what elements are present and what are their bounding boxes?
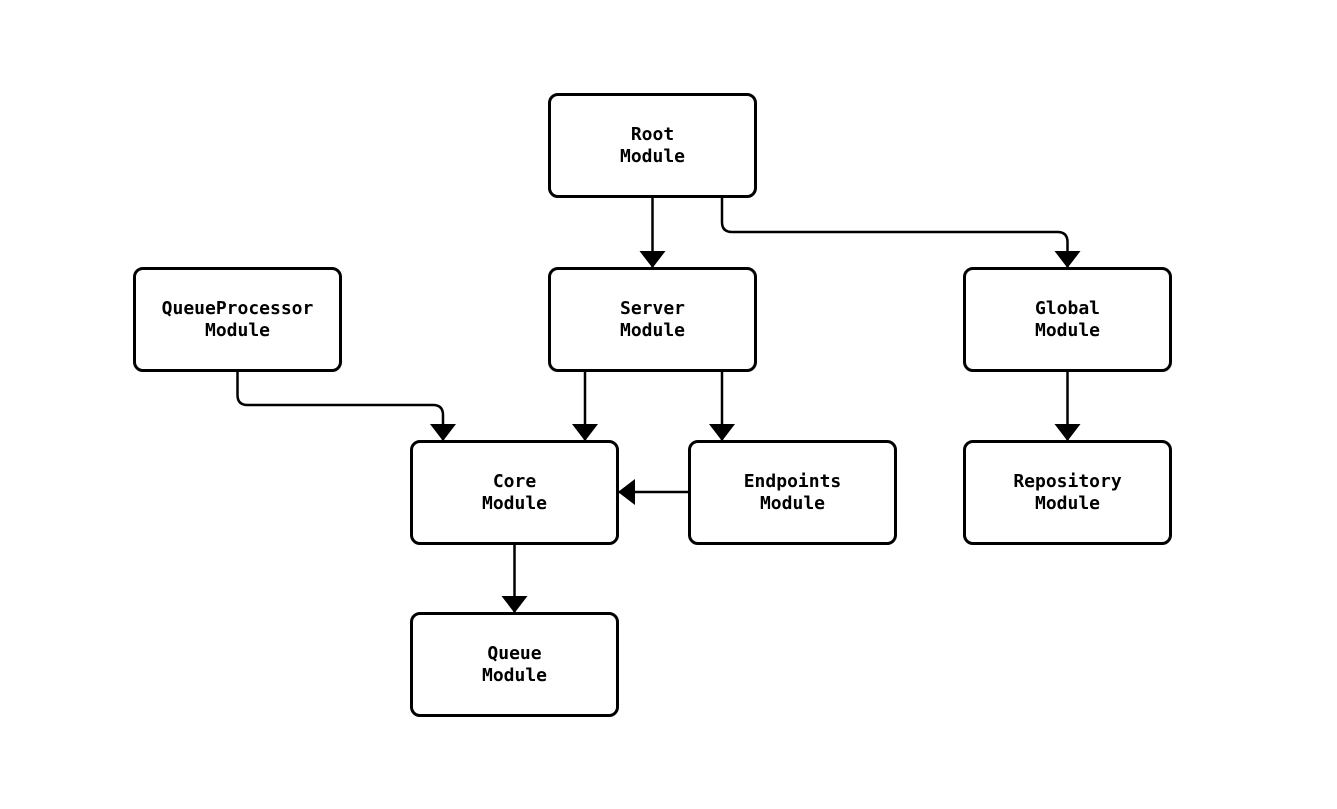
- node-label-endpoints-module: Endpoints Module: [743, 470, 842, 514]
- node-root-module: Root Module: [548, 93, 757, 198]
- node-label-server-module: Server Module: [619, 297, 686, 341]
- node-label-queue-module: Queue Module: [481, 642, 548, 686]
- node-endpoints-module: Endpoints Module: [688, 440, 897, 545]
- edge-queueprocessor-module-to-core-module: [236, 372, 456, 441]
- node-repository-module: Repository Module: [963, 440, 1172, 545]
- node-label-core-module: Core Module: [481, 470, 548, 514]
- node-label-queueprocessor-module: QueueProcessor Module: [161, 297, 314, 341]
- node-label-repository-module: Repository Module: [1013, 470, 1122, 514]
- edge-root-module-to-global-module: [720, 198, 1081, 268]
- node-queue-module: Queue Module: [410, 612, 619, 717]
- node-label-root-module: Root Module: [619, 123, 686, 167]
- node-server-module: Server Module: [548, 267, 757, 372]
- node-core-module: Core Module: [410, 440, 619, 545]
- node-queueprocessor-module: QueueProcessor Module: [133, 267, 342, 372]
- node-global-module: Global Module: [963, 267, 1172, 372]
- node-label-global-module: Global Module: [1034, 297, 1101, 341]
